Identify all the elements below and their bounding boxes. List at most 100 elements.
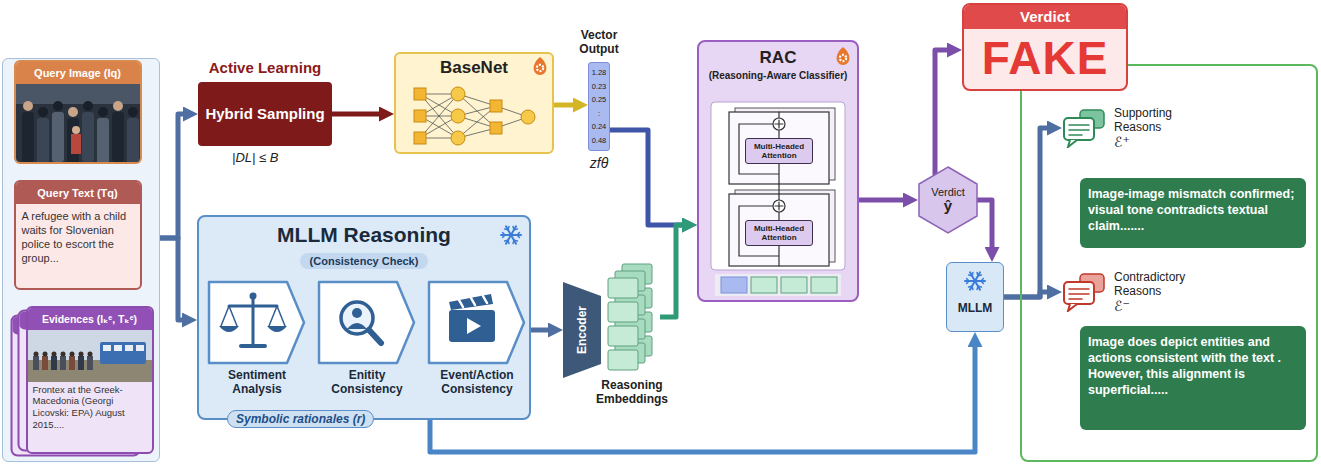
speech-bubble: [1062, 272, 1106, 312]
decor-circle: [128, 107, 138, 117]
layout-box: Encoder: [563, 282, 601, 378]
decor-rect: [490, 122, 502, 134]
consistency-check: Sentiment Analysis: [207, 280, 307, 398]
reason-text-box: Image does depict entities and actions c…: [1080, 326, 1306, 430]
decor-rect: [414, 132, 426, 144]
layout-box: Vector Output: [556, 28, 642, 60]
decor-circle: [68, 107, 78, 117]
frozen-icon: [499, 223, 523, 247]
query-photo: [16, 84, 140, 162]
trainable-icon: [833, 46, 853, 66]
attention-block: Multi-Headed Attention: [745, 138, 813, 164]
connector-arrow: [859, 198, 906, 203]
decor-circle: [60, 351, 65, 356]
decor-rect: [60, 356, 66, 370]
decor-rect: [22, 112, 34, 162]
decor-rect: [608, 326, 638, 346]
decor-line: [1069, 124, 1089, 126]
vector-symbol: zfθ: [556, 155, 642, 171]
vector-value: 0.24: [589, 120, 609, 134]
component-label: Reasoning Embeddings: [592, 378, 672, 406]
decor-circle: [773, 200, 785, 212]
layout-box: Event/Action Consistency: [427, 368, 527, 396]
connector-arrow: [554, 103, 576, 108]
layout-box: Symbolic rationales (r): [227, 409, 374, 428]
chevron-outline: [427, 280, 527, 365]
decor-rect: [1064, 282, 1094, 304]
layout-box: Contradictory Reasonsℰ⁻: [1114, 270, 1204, 314]
decor-path: [1068, 304, 1077, 311]
evidence-photo: [28, 330, 152, 382]
decor-line: [471, 298, 475, 305]
box-subtitle: (Reasoning-Aware Classifier): [699, 68, 857, 81]
decor-circle: [451, 87, 465, 101]
decor-line: [512, 226, 514, 229]
decor-rect: [414, 88, 426, 100]
connector-arrow: [1004, 128, 1050, 297]
vector-output: Vector Output1.280.230.25:0.240.48zfθ: [556, 28, 642, 178]
encoder-label: Encoder: [575, 306, 589, 354]
decor-circle: [53, 101, 63, 111]
decor-polygon: [209, 282, 304, 363]
decor-rect: [781, 277, 807, 293]
decor-path: [837, 47, 850, 65]
check-label: Enitity Consistency: [317, 368, 417, 396]
layout-box: Reasoning Embeddings: [592, 378, 672, 406]
layout-box: (Consistency Check): [199, 251, 529, 269]
decor-path: [267, 326, 287, 332]
decor-line: [277, 306, 285, 326]
reason-heading: Contradictory Reasonsℰ⁻: [1062, 262, 1262, 322]
embedding-stack: [604, 262, 660, 372]
decor-line: [978, 285, 981, 287]
decor-line: [1069, 129, 1089, 131]
decor-circle: [773, 118, 785, 130]
decor-rect: [1064, 118, 1094, 140]
connector-arrow: [531, 328, 551, 333]
decor-rect: [28, 330, 152, 382]
rac-box: RAC(Reasoning-Aware Classifier)Multi-Hea…: [697, 40, 859, 302]
decor-circle: [69, 351, 74, 356]
decor-rect: [33, 356, 39, 370]
stage-heading: Active Learning: [198, 58, 332, 78]
decor-polygon: [429, 282, 524, 363]
consistency-check: Enitity Consistency: [317, 280, 417, 398]
check-label: Event/Action Consistency: [427, 368, 527, 396]
decor-circle: [78, 351, 83, 356]
decor-line: [514, 239, 517, 241]
decor-line: [505, 228, 508, 230]
decor-circle: [840, 55, 846, 61]
layout-box: Active Learning: [198, 58, 332, 82]
decor-rect: [449, 310, 495, 342]
speech-bubble-icon: [1062, 272, 1106, 312]
reason-symbol: ℰ⁺: [1114, 134, 1196, 150]
decor-rect: [811, 277, 837, 293]
check-shape: [427, 280, 527, 365]
check-label: Sentiment Analysis: [207, 368, 307, 396]
decor-circle: [23, 101, 33, 111]
card-header: Query Text (Tq): [16, 182, 140, 204]
decor-circle: [51, 351, 56, 356]
reasoning-embeddings: Reasoning Embeddings: [604, 262, 684, 412]
decor-rect: [711, 102, 845, 270]
decor-circle: [451, 131, 465, 145]
decor-circle: [83, 101, 93, 111]
decor-line: [483, 296, 487, 303]
decor-line: [517, 232, 519, 235]
check-shape: [207, 280, 307, 365]
sampling-box: Hybrid Sampling: [198, 82, 332, 146]
vector-value: 1.28: [589, 66, 609, 80]
decor-circle: [87, 351, 92, 356]
input-panel: Query Image (Iq)Query Text (Tq)A refugee…: [2, 58, 160, 462]
network-icon: [396, 82, 552, 150]
decor-circle: [451, 109, 465, 123]
verdict-hexagon: Verdictŷ: [918, 166, 978, 234]
decor-line: [969, 274, 972, 276]
decor-rect: [608, 350, 638, 370]
decor-rect: [16, 84, 140, 104]
decor-rect: [97, 118, 109, 162]
chevron-outline: [207, 280, 307, 365]
decor-rect: [729, 112, 829, 184]
decor-path: [1068, 140, 1077, 147]
decor-circle: [72, 126, 80, 134]
